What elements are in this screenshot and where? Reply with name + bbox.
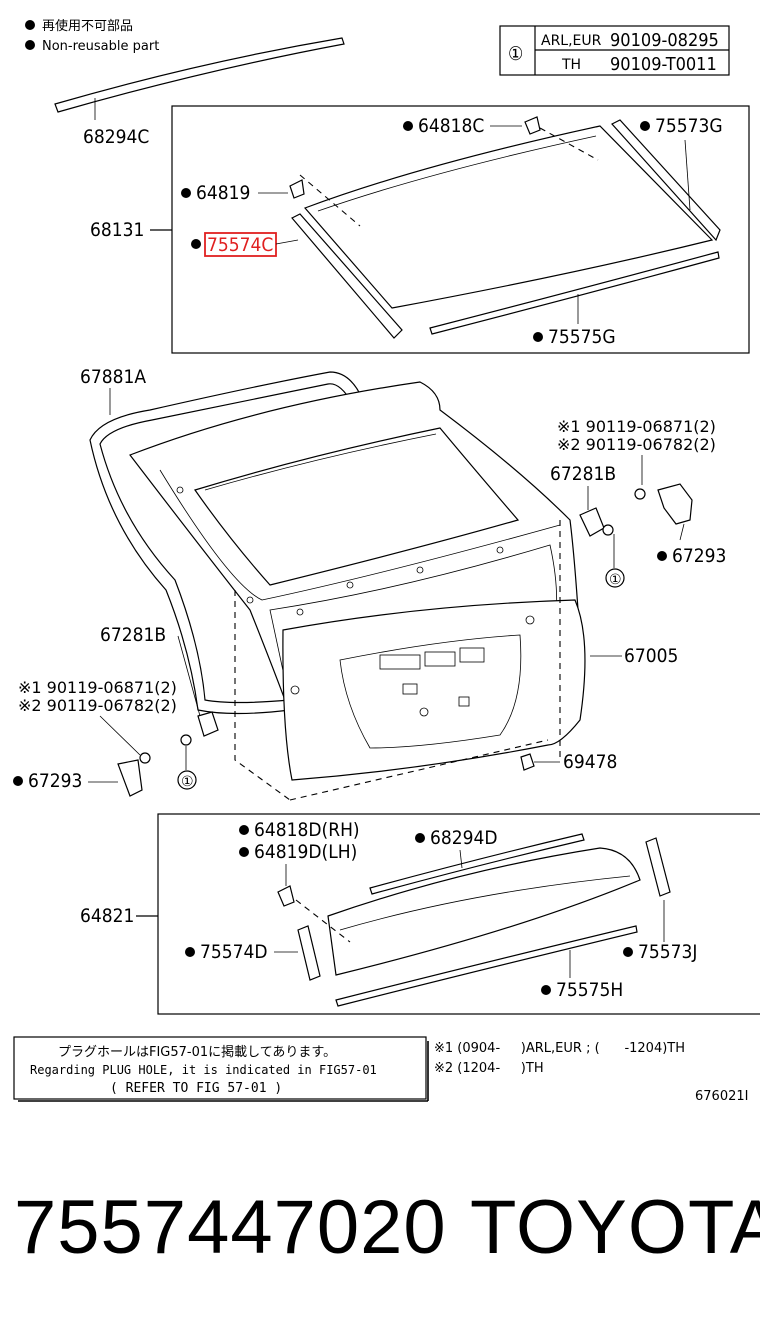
ref-marker: ① bbox=[508, 43, 523, 65]
label-90119-06782-right: ※2 90119-06782(2) bbox=[557, 435, 716, 454]
non-reusable-dot-icon bbox=[239, 847, 249, 857]
label-67281B-left: 67281B bbox=[100, 624, 166, 646]
clip-69478 bbox=[520, 753, 535, 771]
label-67293-left: 67293 bbox=[28, 770, 82, 792]
non-reusable-dot-icon bbox=[533, 332, 543, 342]
brand-name: TOYOTA bbox=[470, 1185, 760, 1270]
non-reusable-dot-icon bbox=[185, 947, 195, 957]
label-75575H: 75575H bbox=[556, 979, 623, 1001]
ref-one-right: ① bbox=[609, 572, 622, 588]
ref-region-1: ARL,EUR bbox=[541, 33, 602, 49]
ref-one-circle-icon bbox=[177, 770, 197, 790]
non-reusable-dot-icon bbox=[13, 776, 23, 786]
glass-group-box bbox=[150, 105, 750, 354]
non-reusable-dot-icon bbox=[25, 40, 35, 50]
label-64819: 64819 bbox=[196, 182, 250, 204]
label-64818C: 64818C bbox=[418, 115, 484, 137]
plug-hole-note: プラグホールはFIG57-01に掲載してあります。 Regarding PLUG… bbox=[13, 1036, 429, 1102]
label-90119-06871-right: ※1 90119-06871(2) bbox=[557, 417, 716, 436]
ref-part-1: 90109-08295 bbox=[610, 30, 719, 51]
label-75575G: 75575G bbox=[548, 326, 616, 348]
figure-code: 676021I bbox=[695, 1089, 748, 1104]
ref-part-2: 90109-T0011 bbox=[610, 54, 717, 75]
ref-region-2: TH bbox=[561, 57, 581, 73]
label-75574D: 75574D bbox=[200, 941, 268, 963]
non-reusable-dot-icon bbox=[25, 20, 35, 30]
label-90119-06871-left: ※1 90119-06871(2) bbox=[18, 678, 177, 697]
part-number: 7557447020 bbox=[14, 1185, 447, 1270]
non-reusable-dot-icon bbox=[239, 825, 249, 835]
label-75573G: 75573G bbox=[655, 115, 723, 137]
label-68294D: 68294D bbox=[430, 827, 498, 849]
label-64818D: 64818D(RH) bbox=[254, 819, 360, 841]
non-reusable-dot-icon bbox=[623, 947, 633, 957]
legend-jp: 再使用不可部品 bbox=[42, 18, 133, 34]
footnote-1: ※1 (0904- )ARL,EUR ; ( -1204)TH bbox=[434, 1041, 685, 1056]
plug-note-ref: ( REFER TO FIG 57-01 ) bbox=[110, 1081, 282, 1096]
highlight-box bbox=[204, 232, 277, 257]
non-reusable-dot-icon bbox=[415, 833, 425, 843]
damper-stay-left bbox=[117, 711, 219, 797]
damper-stay-right bbox=[579, 483, 693, 568]
plug-note-jp: プラグホールはFIG57-01に掲載してあります。 bbox=[58, 1044, 336, 1060]
back-door-assembly bbox=[89, 371, 586, 801]
label-67881A: 67881A bbox=[80, 366, 146, 388]
footnote-2: ※2 (1204- )TH bbox=[434, 1061, 544, 1076]
label-75573J: 75573J bbox=[638, 941, 697, 963]
label-67293-right: 67293 bbox=[672, 545, 726, 567]
label-69478: 69478 bbox=[563, 751, 617, 773]
non-reusable-dot-icon bbox=[191, 239, 201, 249]
ref-one-left: ① bbox=[181, 774, 194, 790]
plug-note-en: Regarding PLUG HOLE, it is indicated in … bbox=[30, 1063, 377, 1077]
legend-en: Non-reusable part bbox=[42, 39, 159, 54]
ref-one-circle-icon bbox=[605, 568, 625, 588]
label-64821: 64821 bbox=[80, 905, 134, 927]
non-reusable-dot-icon bbox=[403, 121, 413, 131]
non-reusable-dot-icon bbox=[181, 188, 191, 198]
label-90119-06782-left: ※2 90119-06782(2) bbox=[18, 696, 177, 715]
non-reusable-dot-icon bbox=[657, 551, 667, 561]
garnish-group-box bbox=[136, 813, 760, 1015]
label-67005: 67005 bbox=[624, 645, 678, 667]
label-67281B-right: 67281B bbox=[550, 463, 616, 485]
legend: 再使用不可部品 Non-reusable part bbox=[25, 18, 159, 54]
label-68294C: 68294C bbox=[83, 126, 149, 148]
label-64819D: 64819D(LH) bbox=[254, 841, 357, 863]
non-reusable-dot-icon bbox=[640, 121, 650, 131]
non-reusable-dot-icon bbox=[541, 985, 551, 995]
label-68131: 68131 bbox=[90, 219, 144, 241]
parts-diagram: 再使用不可部品 Non-reusable part ① ARL,EUR 9010… bbox=[13, 18, 760, 1104]
reference-table: ① ARL,EUR 90109-08295 TH 90109-T0011 bbox=[499, 25, 730, 76]
molding-68294C bbox=[54, 37, 345, 120]
label-75574C[interactable]: 75574C bbox=[207, 234, 273, 256]
